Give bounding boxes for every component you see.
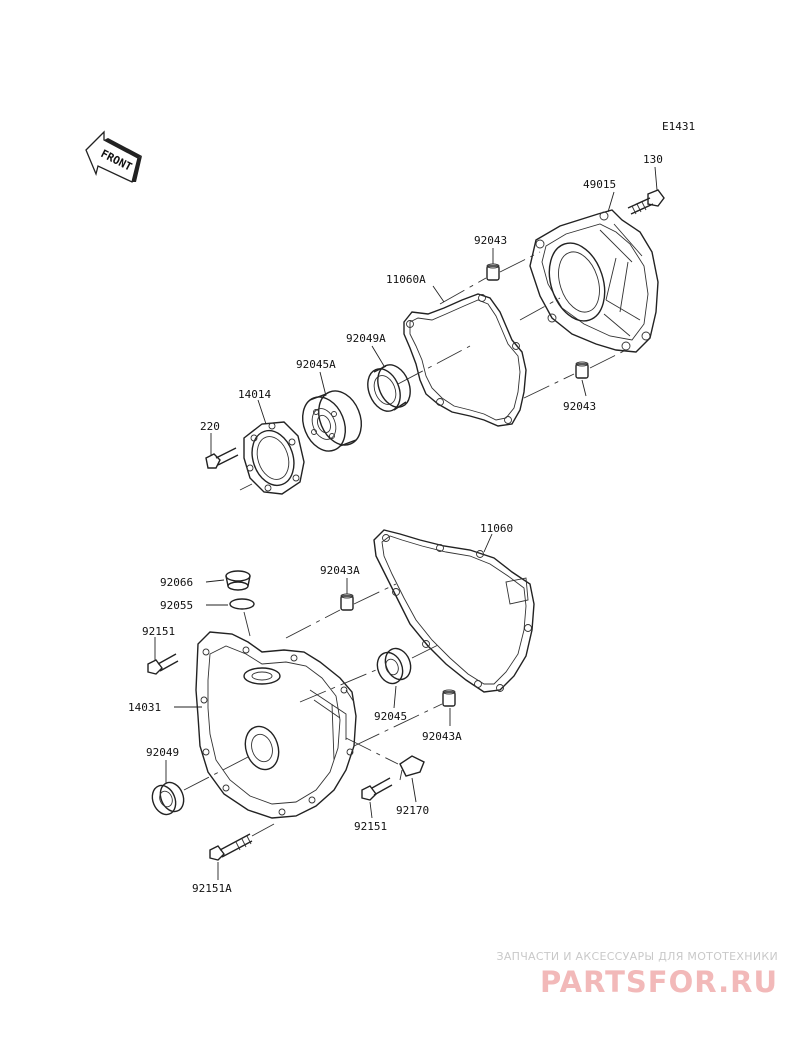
watermark-subtitle: ЗАПЧАСТИ И АКСЕССУАРЫ ДЛЯ МОТОТЕХНИКИ [496,950,778,963]
centerline-bearing-92045 [299,643,441,703]
part-92170-clip [399,755,425,781]
part-92049A-seal [367,364,411,412]
part-130-bolt [627,189,665,215]
label-49015: 49015 [583,178,616,191]
leader-92066 [205,579,225,583]
leader-92045A [319,371,327,397]
centerline-dowel-top [439,251,541,305]
label-14031: 14031 [128,701,161,714]
part-14014-plate [243,421,305,495]
leader-11060 [483,533,493,553]
leader-11060A [432,285,445,303]
label-14014: 14014 [238,388,271,401]
watermark-logo: PARTSFOR.RU [540,965,778,999]
leader-92045 [393,685,397,709]
label-92043A-top: 92043A [320,564,360,577]
label-92043-top: 92043 [474,234,507,247]
part-92055-o-ring [229,598,255,610]
part-92151-bolt-bottom [361,777,393,801]
leader-49015 [607,191,615,213]
leader-14014 [257,399,267,425]
part-11060A-gasket [403,293,527,427]
centerline-plate [239,483,253,491]
centerline-upper [397,297,561,385]
label-92049: 92049 [146,746,179,759]
label-92151-bottom: 92151 [354,820,387,833]
centerline-dowel-92043A-bottom [353,703,443,747]
part-14031-cover [195,631,357,819]
label-220: 220 [200,420,220,433]
part-92043-dowel-top [486,263,500,281]
label-11060: 11060 [480,522,513,535]
part-92045-bearing [376,647,412,685]
watermark: ЗАПЧАСТИ И АКСЕССУАРЫ ДЛЯ МОТОТЕХНИКИ PA… [496,950,778,999]
label-92151A: 92151A [192,882,232,895]
part-92045A-bearing [301,390,363,452]
label-92055: 92055 [160,599,193,612]
label-92170: 92170 [396,804,429,817]
label-92066: 92066 [160,576,193,589]
leader-92043-right [581,379,587,397]
label-92045A: 92045A [296,358,336,371]
label-92049A: 92049A [346,332,386,345]
label-92045: 92045 [374,710,407,723]
leader-92151-bottom [369,801,373,819]
centerline-dowel-right [523,349,627,399]
centerline-clip [345,737,399,765]
label-92151-left: 92151 [142,625,175,638]
centerline-bolt-92151A [251,823,275,837]
part-92151A-bolt [209,833,253,861]
part-92049-seal [151,781,185,816]
part-11060-gasket [373,529,535,693]
centerline-seal-92049 [183,755,251,791]
leader-92170 [411,777,417,803]
label-92043A-bottom: 92043A [422,730,462,743]
leader-130 [654,166,658,191]
label-92043-right: 92043 [563,400,596,413]
part-92043A-dowel-top [340,593,354,611]
part-220-screw [205,447,239,469]
label-130: 130 [643,153,663,166]
part-92043A-dowel-bottom [442,689,456,707]
centerline-cap [243,611,251,637]
label-11060A: 11060A [386,273,426,286]
part-92066-cap [225,570,251,591]
front-arrow: FRONT [85,130,142,183]
diagram-code: E1431 [662,120,695,133]
centerline-dowel-92043A-top [285,583,397,639]
part-92151-bolt-left [147,653,179,675]
leader-92049A [371,345,385,367]
part-92043-dowel-right [575,361,589,379]
part-49015-housing [529,209,659,353]
